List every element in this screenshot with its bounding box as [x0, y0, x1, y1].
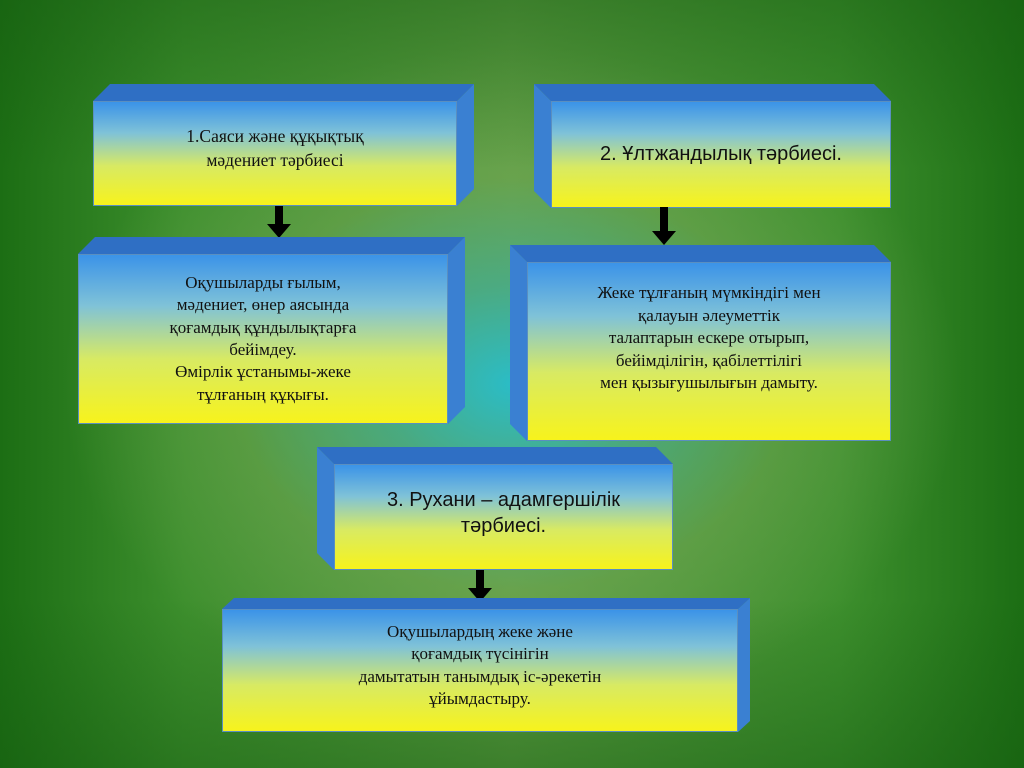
- box-side: [457, 84, 474, 206]
- box-political-legal-culture: 1.Саяси және құқықтық мәдениет тәрбиесі: [93, 84, 474, 206]
- box-text-cognitive: Оқушылардың жеке және қоғамдық түсінігін…: [358, 621, 602, 708]
- box-top: [534, 84, 891, 101]
- box-title-patriotic: 2. Ұлтжандылық тәрбиесі.: [600, 143, 842, 166]
- box-cognitive-activity: Оқушылардың жеке және қоғамдық түсінігін…: [222, 598, 750, 732]
- box-side: [448, 237, 465, 424]
- box-top: [317, 447, 673, 464]
- box-top: [93, 84, 474, 101]
- box-side: [317, 447, 334, 570]
- box-science-culture-values: Оқушыларды ғылым, мәдениет, өнер аясында…: [78, 237, 465, 424]
- box-face: 1.Саяси және құқықтық мәдениет тәрбиесі: [93, 101, 457, 206]
- box-side: [510, 245, 527, 441]
- box-top: [222, 598, 750, 609]
- box-top: [78, 237, 465, 254]
- box-face: Оқушылардың жеке және қоғамдық түсінігін…: [222, 609, 738, 732]
- box-side: [738, 598, 750, 732]
- arrow-down-icon: [652, 207, 676, 245]
- box-side: [534, 84, 551, 208]
- box-title-political: 1.Саяси және құқықтық мәдениет тәрбиесі: [186, 126, 364, 170]
- box-top: [510, 245, 891, 262]
- box-text-science-culture: Оқушыларды ғылым, мәдениет, өнер аясында…: [169, 272, 357, 404]
- box-spiritual-moral-education: 3. Рухани – адамгершілік тәрбиесі.: [317, 447, 673, 570]
- box-patriotic-education: 2. Ұлтжандылық тәрбиесі.: [534, 84, 891, 208]
- arrow-down-icon: [267, 206, 291, 238]
- box-personality-development: Жеке тұлғаның мүмкіндігі мен қалауын әле…: [510, 245, 891, 441]
- box-face: Жеке тұлғаның мүмкіндігі мен қалауын әле…: [527, 262, 891, 441]
- box-face: Оқушыларды ғылым, мәдениет, өнер аясында…: [78, 254, 448, 424]
- box-text-personality: Жеке тұлғаның мүмкіндігі мен қалауын әле…: [597, 283, 821, 393]
- box-title-spiritual: 3. Рухани – адамгершілік тәрбиесі.: [386, 488, 621, 537]
- box-face: 2. Ұлтжандылық тәрбиесі.: [551, 101, 891, 208]
- box-face: 3. Рухани – адамгершілік тәрбиесі.: [334, 464, 673, 570]
